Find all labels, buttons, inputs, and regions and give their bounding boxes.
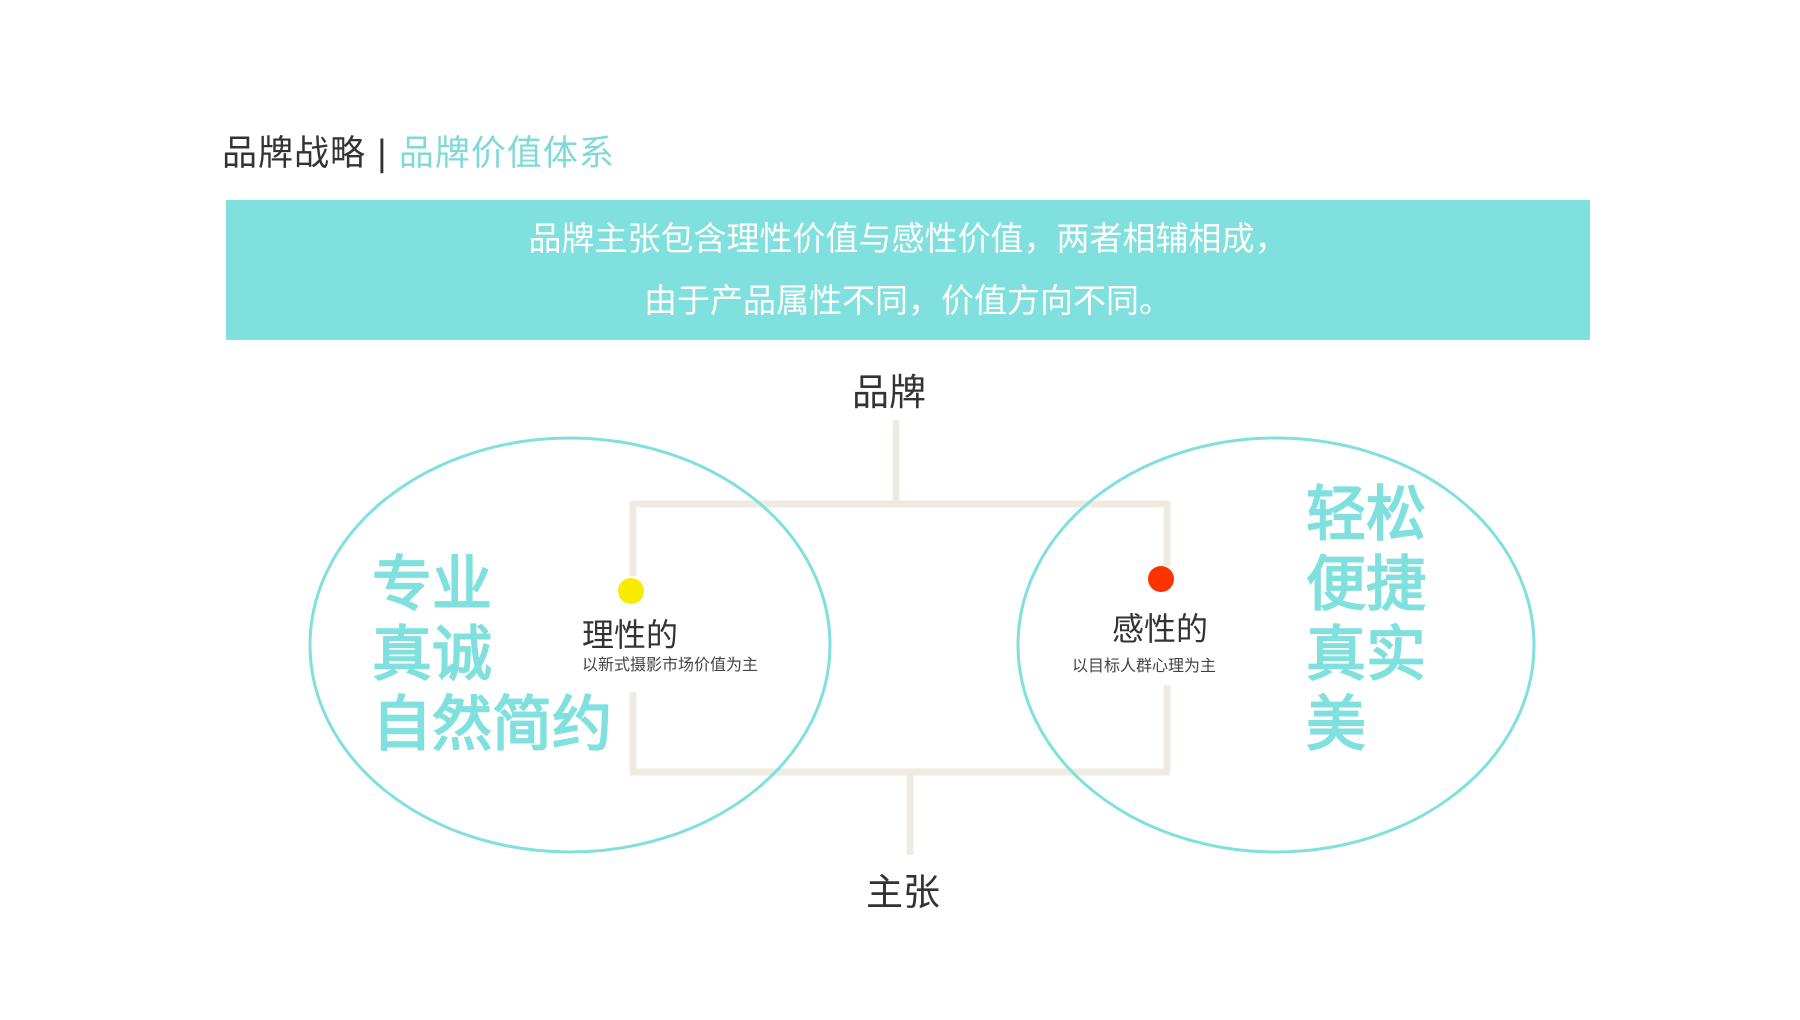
right-value-ellipse	[1016, 436, 1536, 854]
emotional-dot	[1148, 566, 1174, 592]
emotional-value-item: 美	[1306, 690, 1366, 760]
connector-lines	[629, 420, 1171, 855]
rational-value-item: 自然简约	[372, 690, 612, 760]
emotional-value-item: 便捷	[1306, 550, 1426, 620]
proposition-label: 主张	[866, 871, 940, 914]
emotional-value-item: 轻松	[1306, 480, 1426, 550]
emotional-values: 轻松 便捷 真实 美	[1306, 480, 1426, 760]
rational-value-item: 专业	[372, 550, 492, 620]
title-separator: |	[376, 134, 389, 174]
page-title: 品牌战略	[222, 134, 367, 174]
banner-line-1: 品牌主张包含理性价值与感性价值，两者相辅相成，	[528, 219, 1288, 258]
page-subtitle: 品牌价值体系	[398, 134, 615, 174]
rational-dot	[618, 578, 644, 604]
left-value-ellipse	[308, 436, 832, 854]
emotional-title: 感性的	[1112, 610, 1209, 648]
page-header: 品牌战略|品牌价值体系	[222, 125, 615, 176]
emotional-value-item: 真实	[1306, 620, 1426, 690]
rational-value-item: 真诚	[372, 620, 492, 690]
rational-values: 专业 真诚 自然简约	[372, 550, 612, 760]
banner-line-2: 由于产品属性不同，价值方向不同。	[644, 281, 1172, 320]
rational-description: 以新式摄影市场价值为主	[582, 655, 759, 674]
rational-title: 理性的	[582, 616, 679, 654]
emotional-description: 以目标人群心理为主	[1072, 656, 1217, 675]
summary-banner: 品牌主张包含理性价值与感性价值，两者相辅相成， 由于产品属性不同，价值方向不同。	[226, 200, 1590, 340]
brand-label: 品牌	[852, 371, 926, 414]
